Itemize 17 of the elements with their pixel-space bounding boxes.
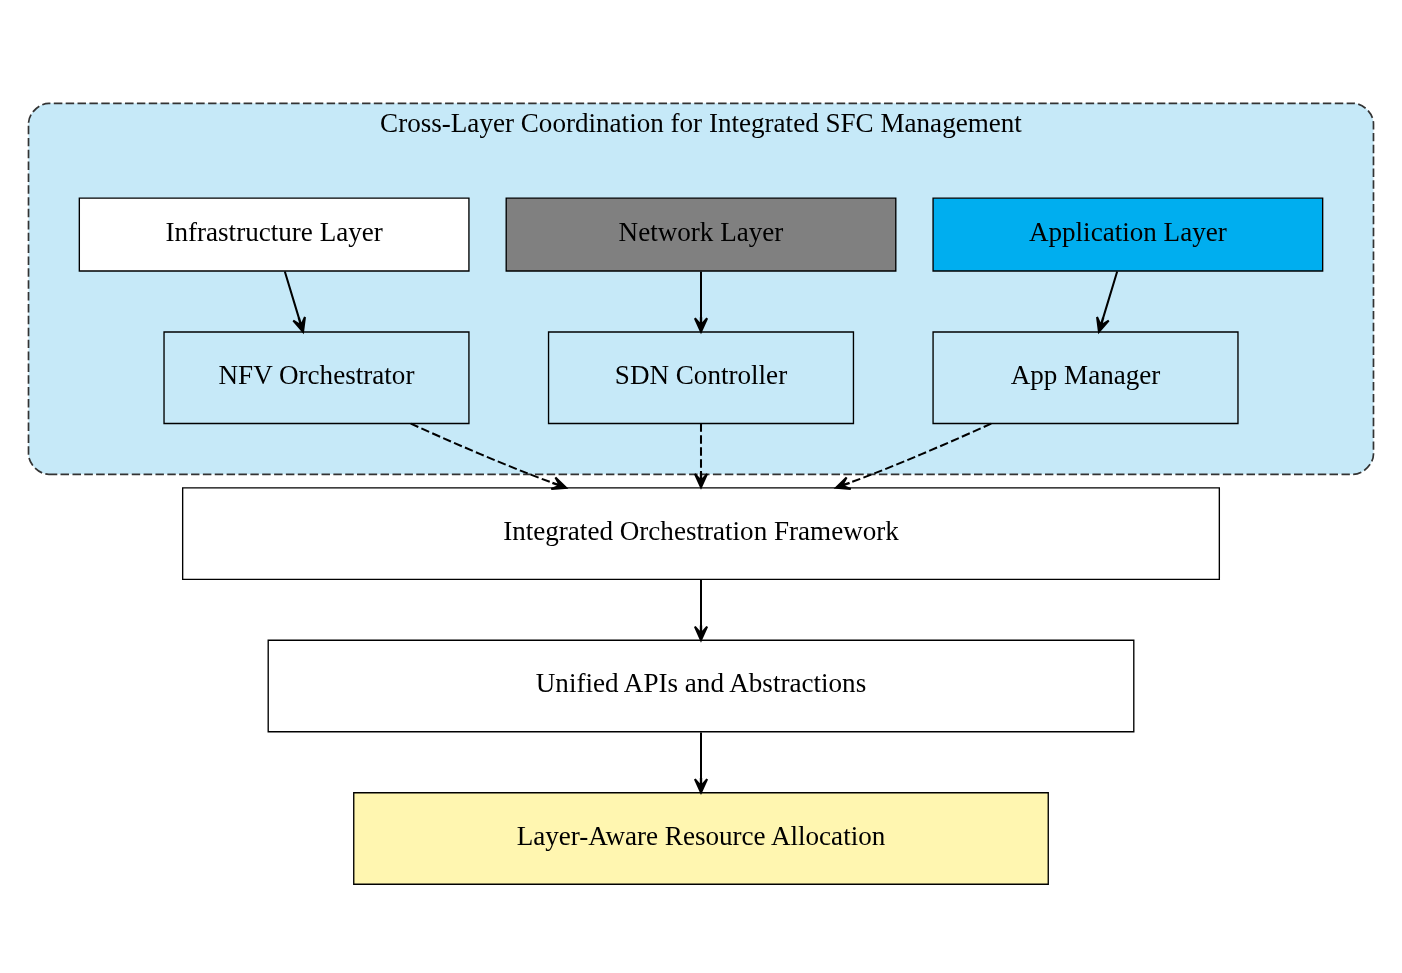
- arrow: [834, 422, 992, 490]
- node-box: Layer-Aware Resource Allocation: [353, 791, 1049, 885]
- node-box: NFV Orchestrator: [163, 330, 470, 424]
- node-box: Infrastructure Layer: [78, 197, 470, 272]
- arrow: [1096, 270, 1119, 333]
- node-box: Network Layer: [505, 197, 897, 272]
- arrow: [693, 731, 709, 794]
- arrow: [283, 270, 306, 333]
- node-box: Application Layer: [932, 197, 1324, 272]
- node-box: App Manager: [932, 330, 1239, 424]
- node-box: Unified APIs and Abstractions: [267, 639, 1135, 732]
- node-box: SDN Controller: [547, 330, 855, 424]
- node-box: Integrated Orchestration Framework: [182, 486, 1220, 580]
- arrow: [693, 271, 709, 333]
- arrow: [693, 423, 709, 488]
- arrow: [693, 579, 709, 641]
- arrow: [410, 422, 568, 490]
